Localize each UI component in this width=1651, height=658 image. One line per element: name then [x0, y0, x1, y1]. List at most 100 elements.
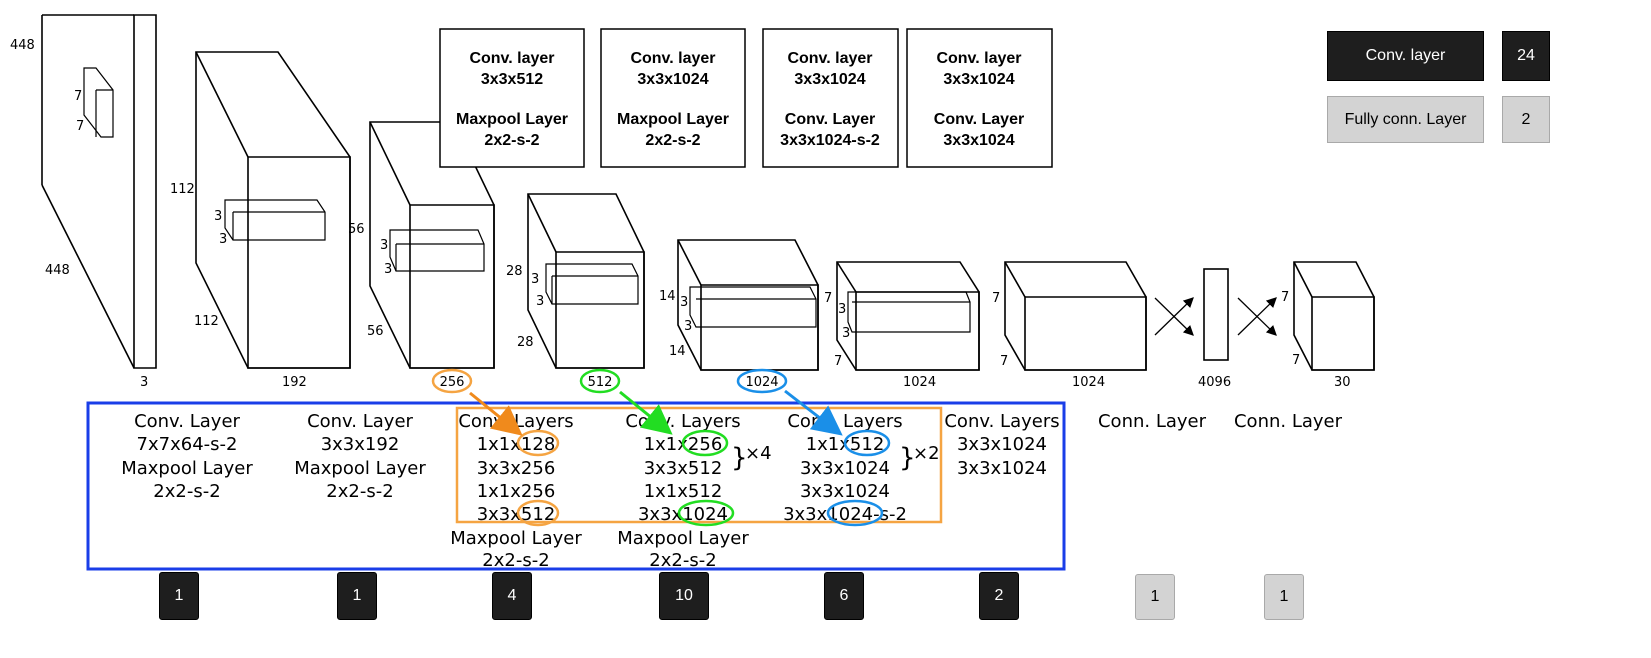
- top-box-2: Conv. layer 3x3x1024 Maxpool Layer 2x2-s…: [600, 28, 746, 168]
- legend-fc-count: 2: [1502, 96, 1550, 143]
- kernel-label: 3: [536, 294, 544, 309]
- svg-text:Conv. Layer: Conv. Layer: [934, 111, 1024, 128]
- kernel-label: 3: [384, 262, 392, 277]
- block-line: 2x2-s-2: [326, 481, 393, 502]
- conv-blocks-frame: [86, 401, 1066, 571]
- block-3: Conv. Layers 1x1x128 3x3x256 1x1x256 3x3…: [450, 411, 582, 571]
- block-4: Conv. Layers 1x1x256 3x3x512 1x1x512 3x3…: [617, 411, 749, 571]
- svg-text:3x3x1024: 3x3x1024: [943, 132, 1014, 149]
- block-line: 1x1x512: [644, 481, 723, 502]
- dim-label: 3: [140, 375, 148, 390]
- svg-text:Conv. layer: Conv. layer: [469, 50, 554, 67]
- dim-label: 7: [992, 291, 1000, 306]
- block-line: Conv. Layer: [307, 411, 413, 432]
- block-line: 3x3x256: [477, 458, 556, 479]
- svg-text:Maxpool Layer: Maxpool Layer: [456, 111, 568, 128]
- block-6-count: 2: [979, 572, 1019, 620]
- block-line: 3x3x1024: [957, 458, 1047, 479]
- dim-label: 512: [588, 375, 613, 390]
- block-line: Conv. Layers: [944, 411, 1059, 432]
- dim-label: 256: [440, 375, 465, 390]
- highlight-ring: [677, 499, 735, 527]
- dim-label: 7: [1000, 354, 1008, 369]
- repeat-count: ×4: [745, 443, 772, 464]
- block-line: Maxpool Layer: [294, 458, 426, 479]
- dim-label: 7: [824, 291, 832, 306]
- kernel-label: 3: [680, 295, 688, 310]
- brace: }: [731, 443, 748, 473]
- kernel-label: 3: [842, 326, 850, 341]
- dim-label: 192: [282, 375, 307, 390]
- svg-text:3x3x1024: 3x3x1024: [794, 71, 865, 88]
- volume-4: [527, 193, 645, 369]
- block-3-count: 4: [492, 572, 532, 620]
- block-line: 2x2-s-2: [153, 481, 220, 502]
- svg-text:3x3x512: 3x3x512: [481, 71, 543, 88]
- svg-text:Conv. layer: Conv. layer: [936, 50, 1021, 67]
- block-4-count: 10: [659, 572, 709, 620]
- volume-6: [836, 261, 980, 371]
- block-line: 3x3x512: [644, 458, 723, 479]
- svg-text:Conv. Layer: Conv. Layer: [785, 111, 875, 128]
- kernel-label: 3: [214, 209, 222, 224]
- block-1: Conv. Layer 7x7x64-s-2 Maxpool Layer 2x2…: [121, 411, 253, 502]
- dim-label: 14: [669, 344, 686, 359]
- top-box-3: Conv. layer 3x3x1024 Conv. Layer 3x3x102…: [762, 28, 899, 168]
- kernel-label: 7: [76, 119, 84, 134]
- block-line: 3x3x512: [477, 504, 556, 525]
- repeated-blocks-frame: [455, 406, 943, 524]
- block-line: 3x3x1024: [800, 481, 890, 502]
- dim-label: 7: [834, 354, 842, 369]
- svg-text:3x3x1024: 3x3x1024: [943, 71, 1014, 88]
- dim-label: 112: [194, 314, 219, 329]
- block-line: Conn. Layer: [1234, 411, 1343, 432]
- dim-label: 112: [170, 182, 195, 197]
- dim-label: 1024: [903, 375, 936, 390]
- kernel-label: 7: [74, 89, 82, 104]
- block-line: 3x3x192: [321, 434, 400, 455]
- svg-text:Conv. layer: Conv. layer: [630, 50, 715, 67]
- block-7: Conn. Layer: [1098, 411, 1207, 432]
- svg-text:Maxpool Layer: Maxpool Layer: [617, 111, 729, 128]
- highlight-ring: [579, 368, 621, 394]
- highlight-ring: [516, 429, 560, 457]
- block-line: 1x1x128: [477, 434, 556, 455]
- volume-2: [195, 51, 351, 369]
- dim-label: 1024: [1072, 375, 1105, 390]
- highlight-ring: [736, 368, 788, 394]
- svg-text:2x2-s-2: 2x2-s-2: [645, 132, 700, 149]
- legend-fc-layer: Fully conn. Layer: [1327, 96, 1484, 143]
- connector-arrow: [1154, 297, 1194, 336]
- svg-text:3x3x1024: 3x3x1024: [637, 71, 708, 88]
- block-8: Conn. Layer: [1234, 411, 1343, 432]
- dim-label: 1024: [745, 375, 778, 390]
- highlight-ring: [843, 429, 891, 457]
- block-line: 3x3x1024: [957, 434, 1047, 455]
- block-5-repeat: } ×2: [899, 443, 940, 473]
- legend-conv-count: 24: [1502, 31, 1550, 81]
- block-line: Maxpool Layer: [121, 458, 253, 479]
- repeat-count: ×2: [913, 443, 940, 464]
- output-volume: [1293, 261, 1375, 371]
- dim-label: 448: [45, 263, 70, 278]
- dim-label: 28: [506, 264, 523, 279]
- dim-label: 56: [348, 222, 365, 237]
- block-line: 2x2-s-2: [649, 550, 716, 571]
- dim-label: 448: [10, 38, 35, 53]
- block-5: Conv. Layers 1x1x512 3x3x1024 3x3x1024 3…: [783, 411, 907, 525]
- dim-label: 30: [1334, 375, 1351, 390]
- orange-arrow: [469, 391, 523, 436]
- input-volume: [41, 14, 157, 369]
- highlight-ring: [431, 368, 473, 394]
- blue-arrow: [784, 389, 843, 436]
- dim-label: 56: [367, 324, 384, 339]
- svg-text:2x2-s-2: 2x2-s-2: [484, 132, 539, 149]
- block-8-count: 1: [1264, 574, 1304, 620]
- dim-label: 28: [517, 335, 534, 350]
- block-line: 3x3x1024-s-2: [783, 504, 907, 525]
- block-2-count: 1: [337, 572, 377, 620]
- volume-7: [1004, 261, 1147, 371]
- top-box-4: Conv. layer 3x3x1024 Conv. Layer 3x3x102…: [906, 28, 1053, 168]
- block-7-count: 1: [1135, 574, 1175, 620]
